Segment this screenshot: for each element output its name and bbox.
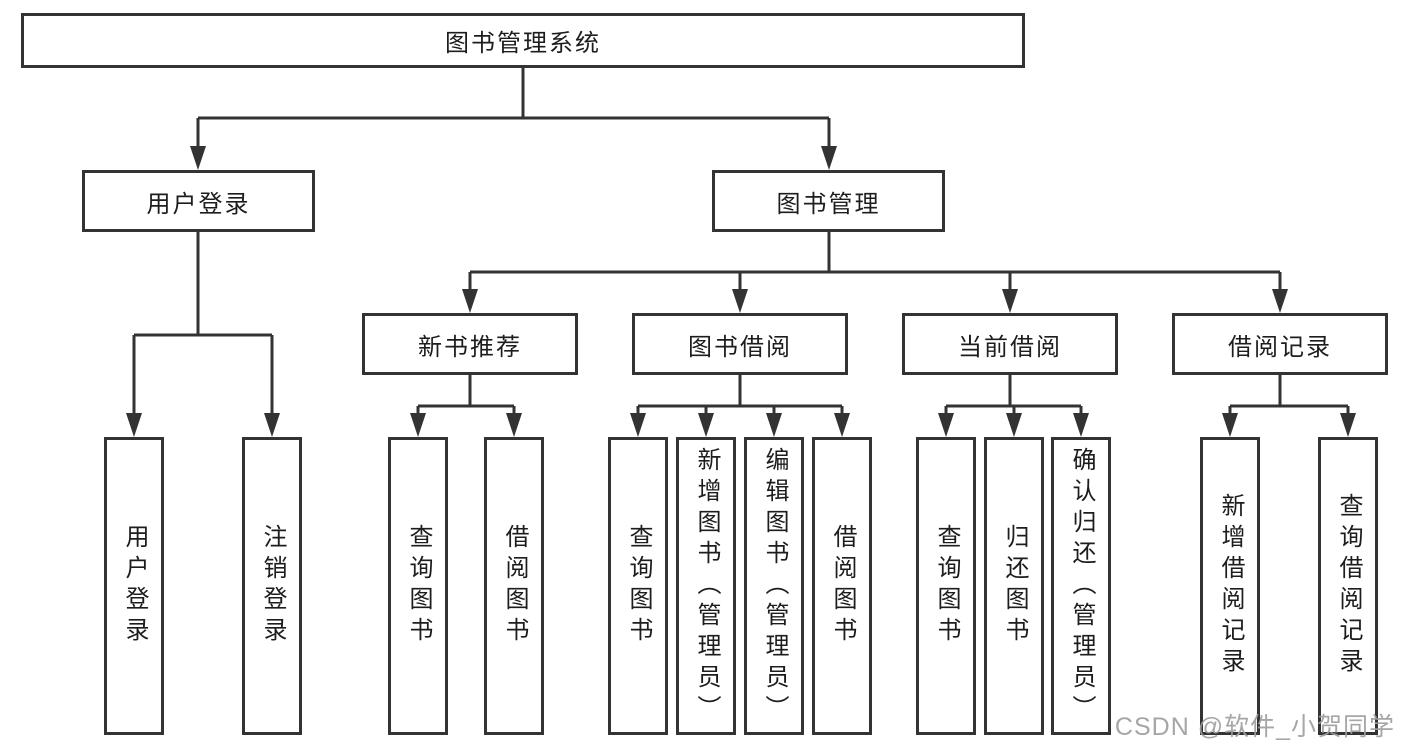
- leaf-confirm-return-admin-label: 确认归还（管理员）: [1068, 446, 1095, 726]
- leaf-current-query-books-label: 查询图书: [933, 524, 960, 648]
- leaf-user-login: 用户登录: [104, 437, 164, 735]
- csdn-watermark: CSDN @软件_小贺同学: [1114, 713, 1395, 741]
- node-user-login: 用户登录: [82, 170, 315, 232]
- leaf-logout: 注销登录: [242, 437, 302, 735]
- connector-login-branch: [126, 232, 280, 437]
- leaf-add-books-admin-label: 新增图书（管理员）: [693, 446, 720, 726]
- leaf-edit-books-admin-label: 编辑图书（管理员）: [761, 446, 788, 726]
- leaf-borrow-books-label: 借阅图书: [829, 524, 856, 648]
- node-borrow-records: 借阅记录: [1172, 313, 1388, 375]
- leaf-logout-label: 注销登录: [259, 524, 286, 648]
- leaf-return-books: 归还图书: [984, 437, 1044, 735]
- leaf-borrow-query-books: 查询图书: [608, 437, 668, 735]
- node-book-borrow: 图书借阅: [632, 313, 848, 375]
- leaf-recommend-borrow-books-label: 借阅图书: [501, 524, 528, 648]
- leaf-return-books-label: 归还图书: [1001, 524, 1028, 648]
- node-user-login-label: 用户登录: [146, 190, 251, 218]
- leaf-confirm-return-admin: 确认归还（管理员）: [1051, 437, 1111, 735]
- node-borrow-records-label: 借阅记录: [1228, 333, 1332, 361]
- node-book-management-label: 图书管理: [776, 190, 881, 218]
- leaf-query-borrow-record: 查询借阅记录: [1318, 437, 1378, 735]
- node-root-label: 图书管理系统: [445, 30, 601, 57]
- connector-management-to-level3: [462, 232, 1288, 313]
- node-current-borrow: 当前借阅: [902, 313, 1118, 375]
- leaf-borrow-books: 借阅图书: [812, 437, 872, 735]
- leaf-user-login-label: 用户登录: [121, 524, 148, 648]
- leaf-add-borrow-record-label: 新增借阅记录: [1217, 493, 1244, 679]
- leaf-add-books-admin: 新增图书（管理员）: [676, 437, 736, 735]
- leaf-recommend-query-books-label: 查询图书: [405, 524, 432, 648]
- leaf-recommend-query-books: 查询图书: [388, 437, 448, 735]
- node-new-book-recommend: 新书推荐: [362, 313, 578, 375]
- node-book-borrow-label: 图书借阅: [688, 333, 792, 361]
- connector-current-branch: [938, 375, 1089, 437]
- leaf-borrow-query-books-label: 查询图书: [625, 524, 652, 648]
- connector-root-to-level2: [190, 68, 837, 170]
- node-root-system: 图书管理系统: [21, 13, 1025, 68]
- connector-recommend-branch: [410, 375, 522, 437]
- node-new-book-recommend-label: 新书推荐: [418, 333, 522, 361]
- leaf-query-borrow-record-label: 查询借阅记录: [1335, 493, 1362, 679]
- leaf-edit-books-admin: 编辑图书（管理员）: [744, 437, 804, 735]
- connector-records-branch: [1222, 375, 1356, 437]
- leaf-recommend-borrow-books: 借阅图书: [484, 437, 544, 735]
- leaf-current-query-books: 查询图书: [916, 437, 976, 735]
- connector-borrow-branch: [630, 375, 850, 437]
- node-book-management: 图书管理: [712, 170, 945, 232]
- node-current-borrow-label: 当前借阅: [958, 333, 1062, 361]
- leaf-add-borrow-record: 新增借阅记录: [1200, 437, 1260, 735]
